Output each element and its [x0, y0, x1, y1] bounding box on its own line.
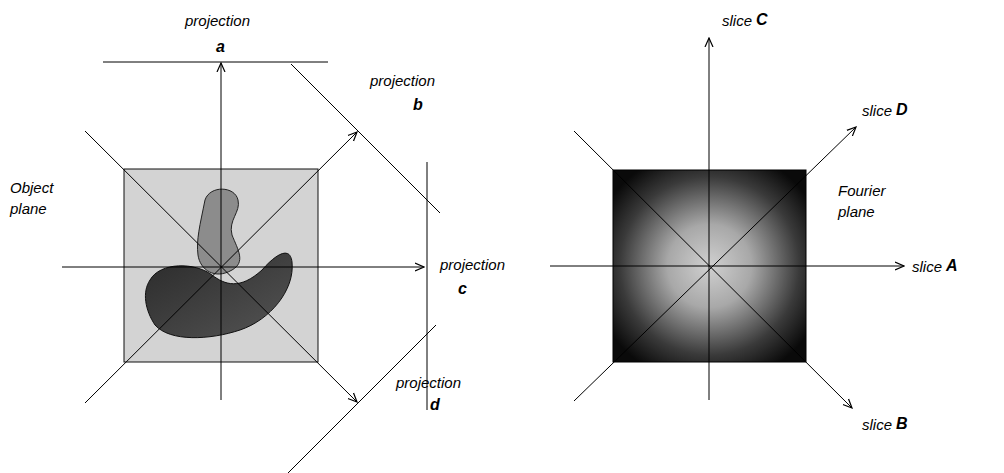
projection-label: projection	[440, 254, 505, 275]
object-plane	[62, 62, 440, 473]
axis-arrow	[85, 132, 357, 403]
slice-label: slice	[862, 414, 892, 435]
axis-arrow	[221, 63, 222, 400]
slice-arrow	[550, 266, 904, 267]
slice-letter: D	[896, 99, 908, 120]
slice-label: slice	[912, 256, 942, 277]
axis-arrow	[62, 267, 424, 268]
projection-letter: a	[216, 36, 225, 57]
projection-line	[291, 64, 440, 213]
slice-label: slice	[862, 100, 892, 121]
projection-label: projection	[370, 70, 435, 91]
fourier-plane	[550, 38, 904, 408]
slice-letter: C	[756, 9, 768, 30]
slice-arrow	[574, 131, 852, 408]
projection-line	[285, 325, 436, 473]
projection-letter: c	[458, 278, 467, 299]
object-blob	[145, 253, 292, 338]
slice-letter: A	[946, 255, 958, 276]
projection-line	[103, 62, 328, 63]
slice-arrow	[574, 127, 856, 401]
projection-letter: d	[430, 394, 440, 415]
slice-letter: B	[896, 413, 908, 434]
projection-label: projection	[185, 10, 250, 31]
projection-line	[427, 162, 428, 410]
projection-label: projection	[396, 372, 461, 393]
plane-label: Object plane	[10, 177, 70, 219]
object-blob	[197, 189, 239, 274]
projection-letter: b	[413, 94, 423, 115]
axis-arrow	[85, 131, 357, 402]
slice-arrow	[709, 38, 710, 400]
slice-label: slice	[722, 10, 752, 31]
plane-label: Fourier plane	[838, 180, 908, 222]
